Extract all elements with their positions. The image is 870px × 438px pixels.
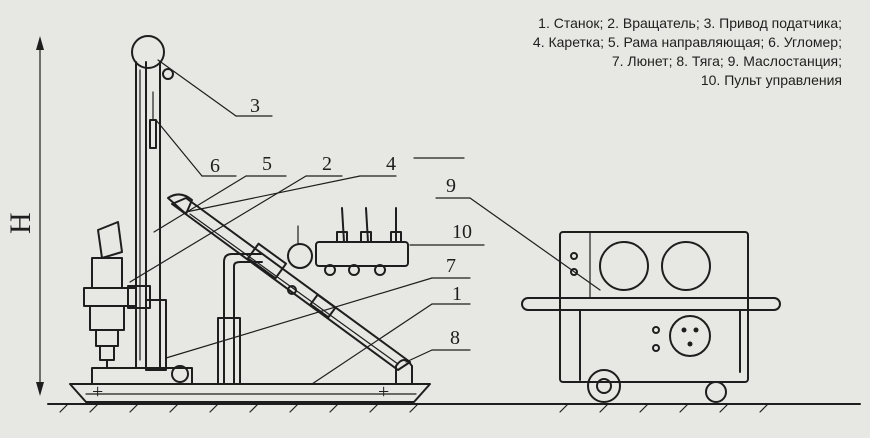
callout-2: 2 — [322, 153, 332, 175]
leader-lines — [129, 59, 601, 385]
inclined-strut — [167, 193, 411, 371]
callout-1: 1 — [452, 283, 462, 305]
callout-5: 5 — [262, 153, 272, 175]
height-dimension: Н — [4, 36, 44, 396]
ground-line — [47, 403, 861, 413]
rotator — [83, 221, 167, 371]
callout-7: 7 — [446, 255, 456, 277]
svg-text:+: + — [92, 381, 103, 403]
oil-station — [521, 231, 781, 403]
legend-line-2: 4. Каретка; 5. Рама направляющая; 6. Угл… — [532, 34, 842, 50]
legend-line-3: 7. Люнет; 8. Тяга; 9. Маслостанция; — [611, 53, 842, 69]
callout-numbers: 3 6 5 2 4 9 10 7 1 8 — [210, 95, 472, 349]
legend-line-4: 10. Пульт управления — [700, 72, 842, 88]
callout-4: 4 — [386, 153, 396, 175]
callout-6: 6 — [210, 155, 220, 177]
callout-3: 3 — [250, 95, 260, 117]
svg-text:+: + — [378, 381, 389, 403]
callout-10: 10 — [452, 221, 472, 243]
mast-frame — [131, 35, 174, 369]
machine-base: + + — [69, 359, 431, 403]
height-label: Н — [4, 212, 37, 234]
legend-line-1: 1. Станок; 2. Вращатель; 3. Привод подат… — [538, 15, 842, 31]
callout-9: 9 — [446, 175, 456, 197]
callout-8: 8 — [450, 327, 460, 349]
oil-station-wheel — [587, 369, 621, 403]
control-levers — [336, 207, 402, 243]
parts-legend: 1. Станок; 2. Вращатель; 3. Привод подат… — [533, 14, 842, 90]
top-pulley — [131, 35, 165, 69]
support-post — [217, 253, 263, 385]
oil-station-frame-rail — [521, 297, 781, 311]
control-panel — [287, 207, 409, 276]
